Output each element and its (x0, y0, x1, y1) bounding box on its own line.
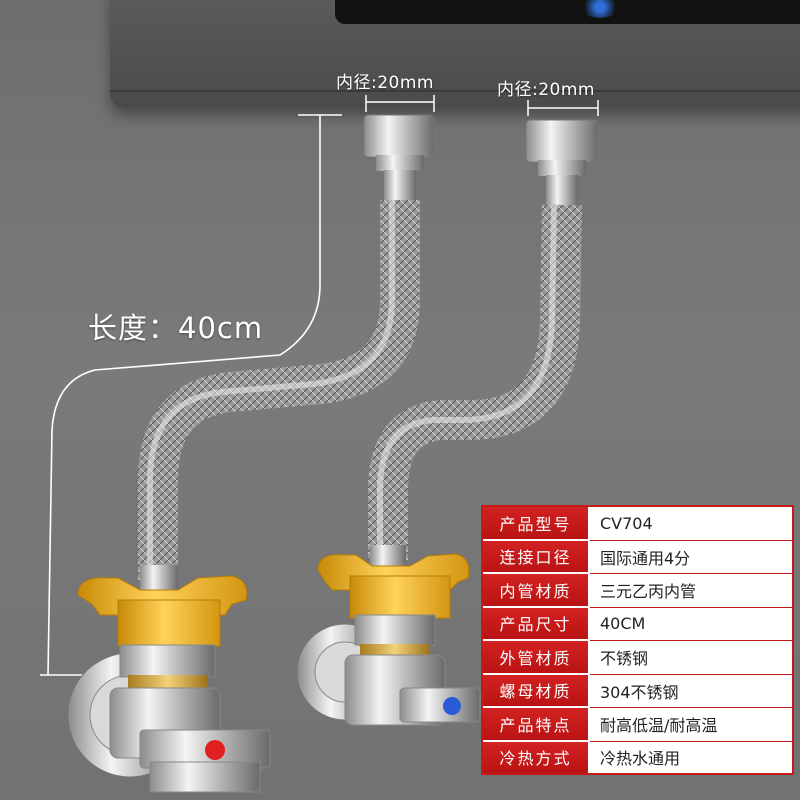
spec-label: 产品尺寸 (483, 607, 590, 641)
table-row: 外管材质不锈钢 (483, 641, 792, 675)
spec-label: 螺母材质 (483, 674, 590, 708)
right-inner-diameter-label: 内径:20mm (497, 80, 595, 100)
cold-indicator-icon (443, 697, 461, 715)
spec-value: 304不锈钢 (590, 675, 792, 708)
table-row: 产品特点耐高低温/耐高温 (483, 708, 792, 742)
spec-value: 国际通用4分 (590, 541, 792, 574)
heater-display-glow (580, 0, 620, 18)
left-hose-assembly (67, 114, 435, 793)
spec-value: 耐高低温/耐高温 (590, 708, 792, 742)
spec-value: CV704 (590, 507, 792, 541)
heater-control-panel (335, 0, 800, 24)
spec-label: 产品型号 (483, 507, 590, 541)
table-row: 内管材质三元乙丙内管 (483, 574, 792, 608)
spec-label: 连接口径 (483, 540, 590, 574)
length-label: 长度：40cm (88, 311, 264, 345)
spec-value: 不锈钢 (590, 641, 792, 675)
spec-value: 三元乙丙内管 (590, 574, 792, 608)
spec-label: 产品特点 (483, 708, 590, 742)
spec-label: 冷热方式 (483, 741, 590, 773)
spec-label: 内管材质 (483, 574, 590, 608)
spec-label: 外管材质 (483, 641, 590, 675)
right-hose-assembly (296, 119, 599, 726)
spec-value: 冷热水通用 (600, 749, 681, 769)
heater-edge-line (110, 90, 800, 92)
table-row: 连接口径国际通用4分 (483, 540, 792, 574)
table-row: 冷热方式冷热水通用 (483, 741, 792, 773)
spec-value: 40CM (590, 608, 792, 641)
left-inner-diameter-label: 内径:20mm (336, 73, 434, 93)
hot-indicator-icon (205, 740, 225, 760)
water-heater-body (110, 0, 800, 108)
length-guide-line (47, 115, 321, 676)
